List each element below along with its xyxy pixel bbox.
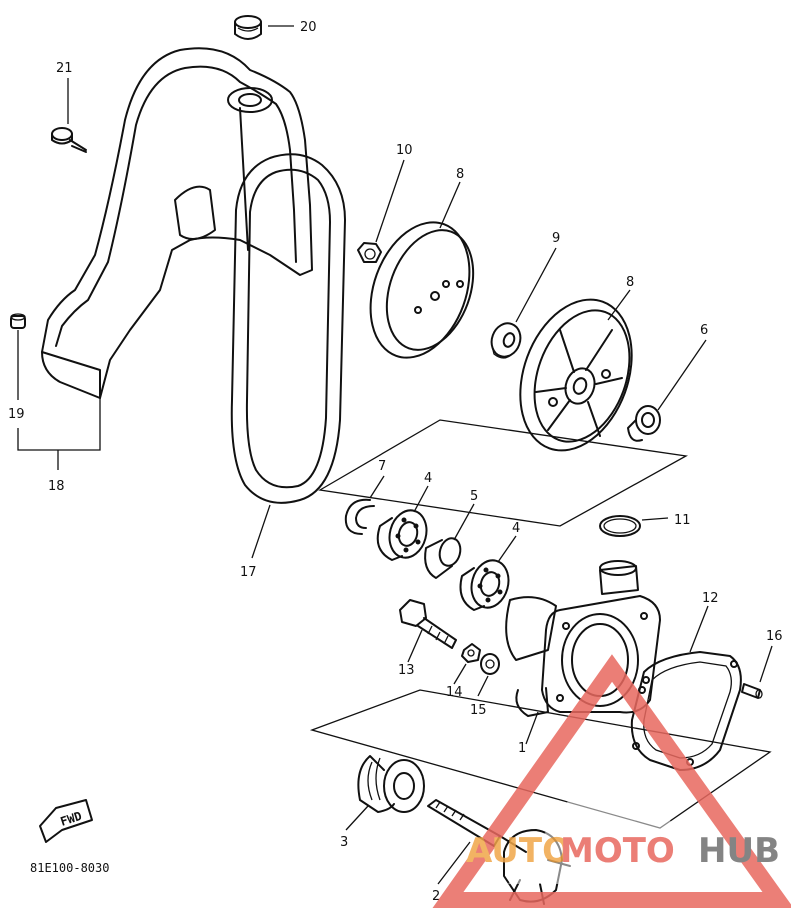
assembly-outline-upper <box>318 419 688 527</box>
leader-11 <box>641 517 669 521</box>
leader-16 <box>759 645 773 683</box>
part-15-nut <box>480 653 500 675</box>
leader-9 <box>515 247 557 323</box>
watermark-text-moto: MOTO <box>560 831 675 871</box>
leader-17 <box>251 504 271 559</box>
part-4-bearing-upper <box>376 509 428 561</box>
part-4-bearing-lower <box>459 559 510 611</box>
part-21-bolt <box>51 127 87 153</box>
callout-5: 5 <box>470 489 478 504</box>
leader-4a <box>413 485 429 513</box>
callout-21: 21 <box>56 61 73 76</box>
part-13-bolt <box>399 599 457 649</box>
callout-13: 13 <box>398 663 415 678</box>
leader-15 <box>477 675 489 697</box>
leader-14 <box>453 663 467 685</box>
callout-3: 3 <box>340 835 348 850</box>
watermark-text-auto: AUTO <box>466 831 571 871</box>
leader-7 <box>369 475 385 499</box>
watermark-text-hub: HUB <box>698 831 780 871</box>
leader-18 <box>17 398 101 451</box>
leader-8b <box>607 289 631 321</box>
fwd-label: FWD <box>59 809 84 829</box>
leader-8a <box>439 181 461 229</box>
callout-10: 10 <box>396 143 413 158</box>
part-6-collar <box>627 405 661 442</box>
callout-2: 2 <box>432 889 440 904</box>
part-8-pulley-half-outer <box>369 221 475 359</box>
callout-1: 1 <box>518 741 526 756</box>
leader-4b <box>497 535 517 563</box>
callout-15: 15 <box>470 703 487 718</box>
part-17-v-belt <box>230 153 346 504</box>
leader-5 <box>453 503 475 541</box>
leader-13 <box>407 629 423 663</box>
part-12-gasket <box>630 651 742 771</box>
callout-8-lower: 8 <box>626 275 634 290</box>
leader-12 <box>689 605 709 653</box>
part-19-collar <box>10 313 26 329</box>
callout-18: 18 <box>48 479 65 494</box>
assembly-outline-lower <box>309 689 772 829</box>
callout-4-lower: 4 <box>512 521 520 536</box>
part-3-oil-seal <box>357 755 425 813</box>
part-18-belt-cover <box>41 47 313 399</box>
callout-12: 12 <box>702 591 719 606</box>
part-5-spacer <box>424 537 462 579</box>
part-10-nut <box>357 242 382 263</box>
leader-2 <box>437 841 471 885</box>
part-20-grommet <box>234 15 262 40</box>
part-16-dowel-pin <box>741 683 763 699</box>
part-9-washer <box>490 322 522 359</box>
callout-19: 19 <box>8 407 25 422</box>
part-11-o-ring <box>599 515 641 537</box>
callout-16: 16 <box>766 629 783 644</box>
callout-9: 9 <box>552 231 560 246</box>
callout-11: 11 <box>674 513 691 528</box>
diagram-code: 81E100-8030 <box>30 861 109 875</box>
callout-7: 7 <box>378 459 386 474</box>
watermark-logo: AUTO MOTO HUB <box>432 654 791 908</box>
callout-4-upper: 4 <box>424 471 432 486</box>
callout-17: 17 <box>240 565 257 580</box>
leader-1 <box>525 711 539 745</box>
leader-3 <box>345 805 369 831</box>
fwd-arrow-icon: FWD <box>39 799 93 843</box>
leader-10 <box>375 159 405 243</box>
leader-6 <box>657 339 707 411</box>
callout-8-upper: 8 <box>456 167 464 182</box>
part-8-pulley-half-inner <box>519 298 633 452</box>
callout-14: 14 <box>446 685 463 700</box>
callout-20: 20 <box>300 20 317 35</box>
part-7-circlip <box>344 498 375 535</box>
part-14-washer <box>461 643 481 663</box>
callout-6: 6 <box>700 323 708 338</box>
